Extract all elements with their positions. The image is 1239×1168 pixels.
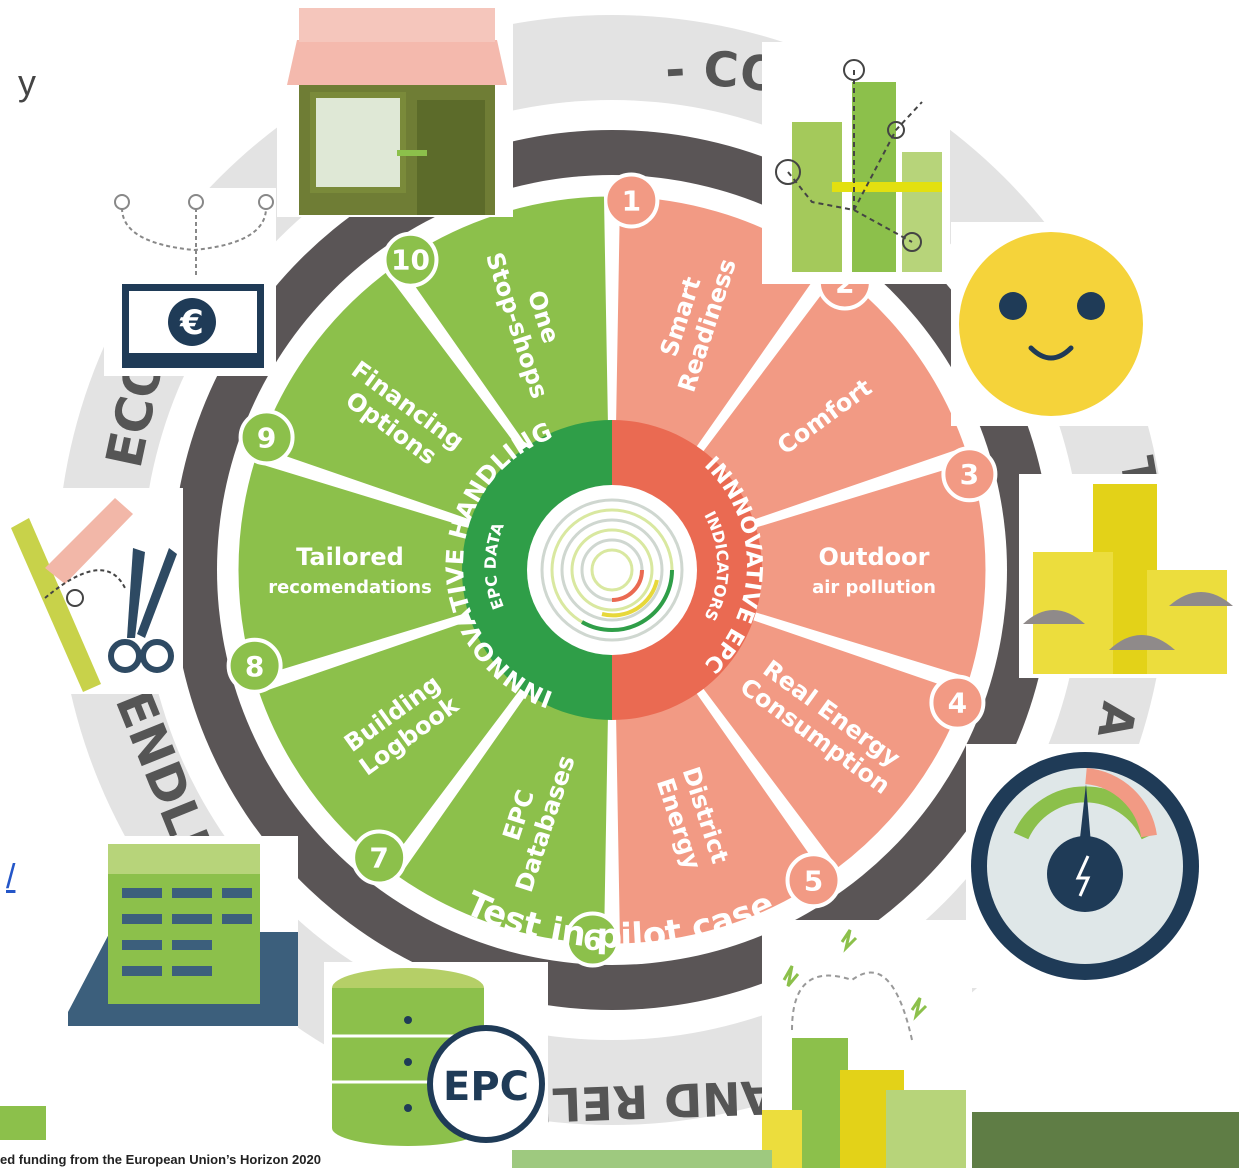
smart-buildings-card	[762, 42, 950, 284]
district-energy-icon	[762, 929, 966, 1168]
smiley-face-icon	[959, 232, 1143, 416]
segment-number-7: 7	[369, 842, 388, 875]
smart-buildings-icon	[775, 59, 942, 272]
buildings-pollution-icon	[1023, 484, 1233, 674]
footer-funding-text: ed funding from the European Union’s Hor…	[0, 1152, 321, 1167]
polluted-buildings-card	[1019, 474, 1239, 678]
segment-label-3: Outdoor air pollution	[812, 543, 936, 598]
euro-banknotes-icon: €	[114, 194, 274, 368]
segment-number-5: 5	[804, 864, 823, 897]
segment-label-8: Tailored recomendations	[268, 543, 432, 598]
center-spiral-ring	[540, 498, 684, 642]
shop-icon	[287, 8, 507, 215]
segment-label-line: recomendations	[268, 577, 432, 598]
energy-gauge-icon	[971, 752, 1199, 980]
segment-label-line: Tailored	[296, 543, 404, 571]
ruler-scissors-icon	[11, 498, 177, 692]
segment-badge-5	[785, 852, 842, 909]
segment-number-4: 4	[948, 687, 967, 720]
epc-database-icon: EPC	[332, 968, 545, 1146]
segment-badge-6	[564, 911, 621, 968]
segment-number-6: 6	[583, 923, 602, 956]
center-spiral-ring	[590, 548, 634, 592]
euro-card: €	[104, 188, 276, 376]
partial-side-text: y	[18, 62, 36, 103]
segment-number-10: 10	[391, 244, 430, 277]
tools-card	[5, 488, 183, 694]
smiley-card	[951, 222, 1151, 426]
center-spiral-ring	[560, 518, 664, 622]
segment-number-1: 1	[622, 185, 641, 218]
center-spiral-green	[581, 569, 674, 633]
center-spiral-ring	[570, 528, 654, 612]
gauge-card	[966, 744, 1204, 988]
segment-label-line: air pollution	[812, 577, 936, 598]
segment-badge-9	[238, 409, 295, 466]
segment-number-9: 9	[257, 421, 276, 454]
building-logbook-icon	[68, 844, 298, 1026]
svg-text:€: €	[179, 303, 204, 343]
segment-badge-7	[351, 829, 408, 886]
segment-badge-8	[226, 637, 283, 694]
segment-number-3: 3	[960, 458, 979, 491]
district-energy-card	[762, 920, 972, 1168]
shop-card	[277, 0, 513, 217]
center-spiral-red	[611, 569, 644, 602]
center-spiral-yellow	[601, 579, 659, 618]
outer-ring-bottom-text: AND RELI	[534, 1070, 777, 1132]
segment-badge-10	[382, 231, 439, 288]
segment-badge-3	[941, 446, 998, 503]
segment-label-line: Outdoor	[819, 543, 930, 571]
partial-link[interactable]: /	[6, 858, 16, 896]
database-card: EPC	[324, 962, 548, 1148]
logbook-card	[62, 836, 298, 1042]
epc-badge-text: EPC	[443, 1064, 529, 1110]
segment-badge-4	[929, 674, 986, 731]
segment-number-8: 8	[245, 650, 264, 683]
